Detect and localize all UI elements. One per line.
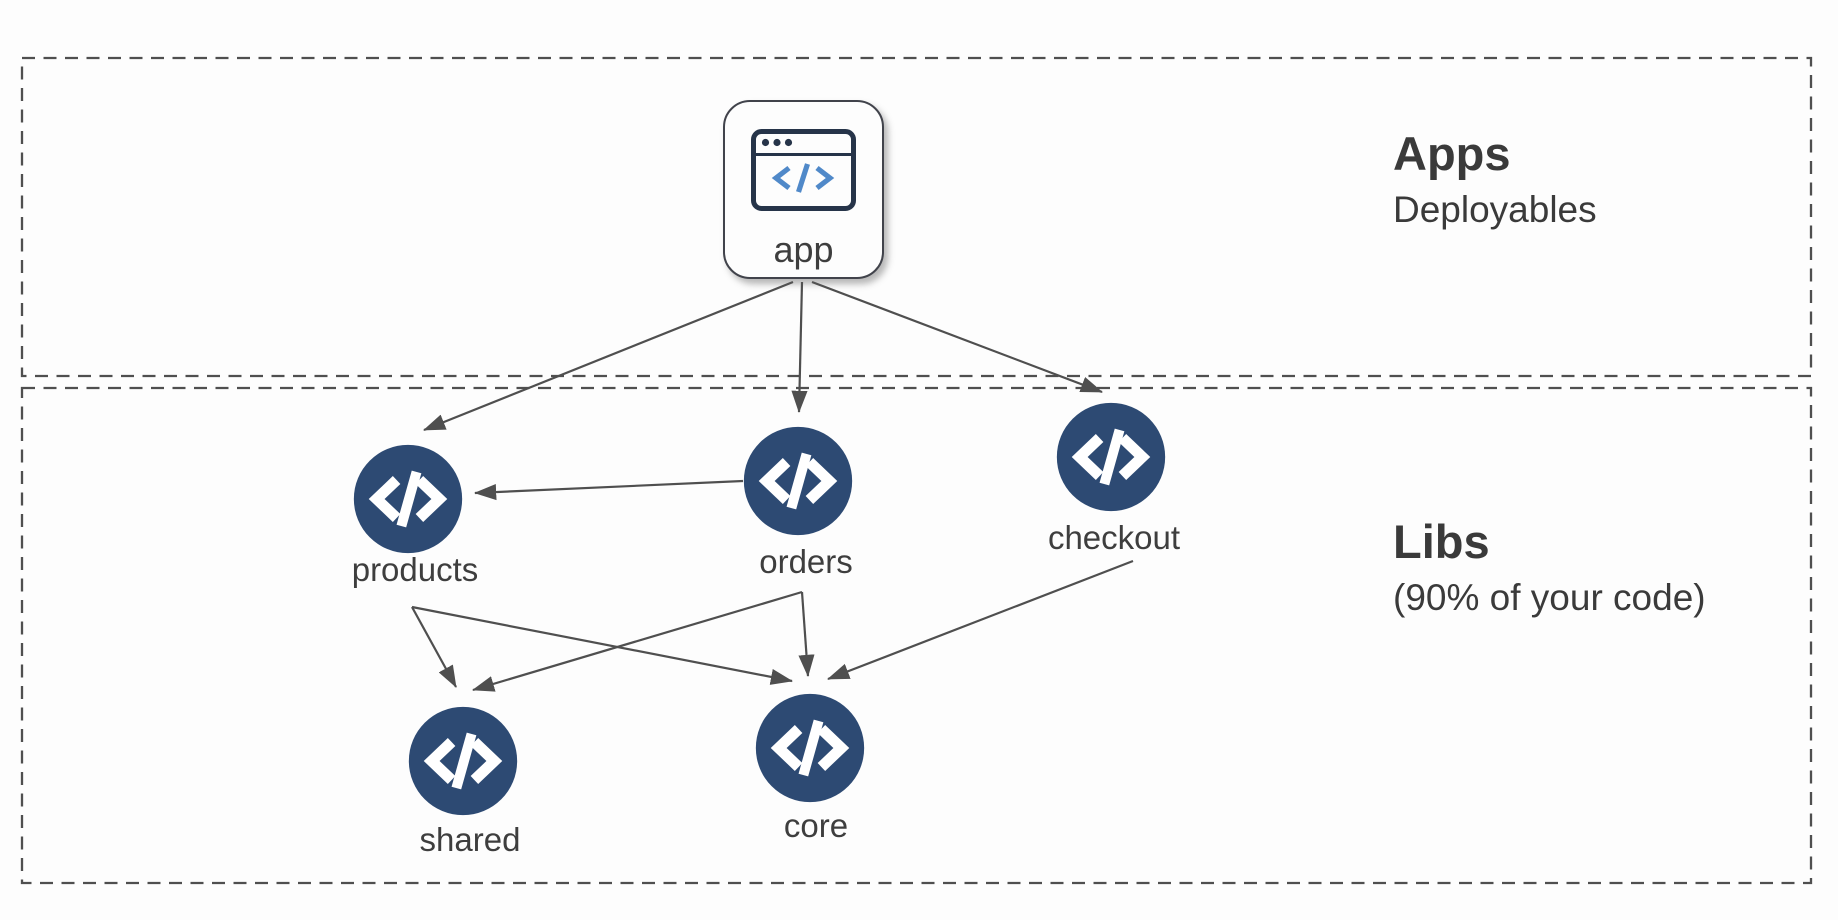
node-label-checkout: checkout xyxy=(1047,519,1181,556)
node-products xyxy=(351,442,465,556)
node-orders xyxy=(741,424,855,538)
edge-orders-to-core xyxy=(798,591,815,678)
node-shared xyxy=(406,704,520,818)
libs-section-subtitle: (90% of your code) xyxy=(1393,576,1706,618)
libs-section-title: Libs xyxy=(1393,515,1490,568)
node-label-app: app xyxy=(773,229,834,270)
node-core xyxy=(753,691,867,805)
code-glyph-icon xyxy=(771,163,835,193)
apps-section-title: Apps xyxy=(1393,127,1511,180)
edge-products-to-shared xyxy=(411,606,457,688)
edge-checkout-to-core xyxy=(827,559,1134,681)
code-icon xyxy=(1056,402,1166,512)
edge-app-to-checkout xyxy=(811,280,1103,394)
apps-section-box xyxy=(20,56,1813,378)
edge-app-to-products xyxy=(423,280,794,432)
edge-orders-to-shared xyxy=(472,590,803,692)
code-icon xyxy=(755,693,865,803)
node-app: app xyxy=(723,100,884,279)
apps-section-heading: Apps Deployables xyxy=(1393,128,1597,230)
code-icon xyxy=(743,426,853,536)
edge-products-to-core xyxy=(411,605,793,685)
node-label-orders: orders xyxy=(759,543,853,580)
node-label-core: core xyxy=(783,807,849,844)
libs-section-box xyxy=(20,386,1813,885)
node-label-products: products xyxy=(351,551,479,588)
browser-window-icon xyxy=(751,129,856,211)
apps-section-subtitle: Deployables xyxy=(1393,188,1597,230)
node-label-shared: shared xyxy=(419,821,521,858)
edge-app-to-orders xyxy=(791,281,808,414)
node-checkout xyxy=(1054,400,1168,514)
code-icon xyxy=(408,706,518,816)
libs-section-heading: Libs (90% of your code) xyxy=(1393,516,1706,618)
edge-orders-to-products xyxy=(473,479,744,501)
code-icon xyxy=(353,444,463,554)
